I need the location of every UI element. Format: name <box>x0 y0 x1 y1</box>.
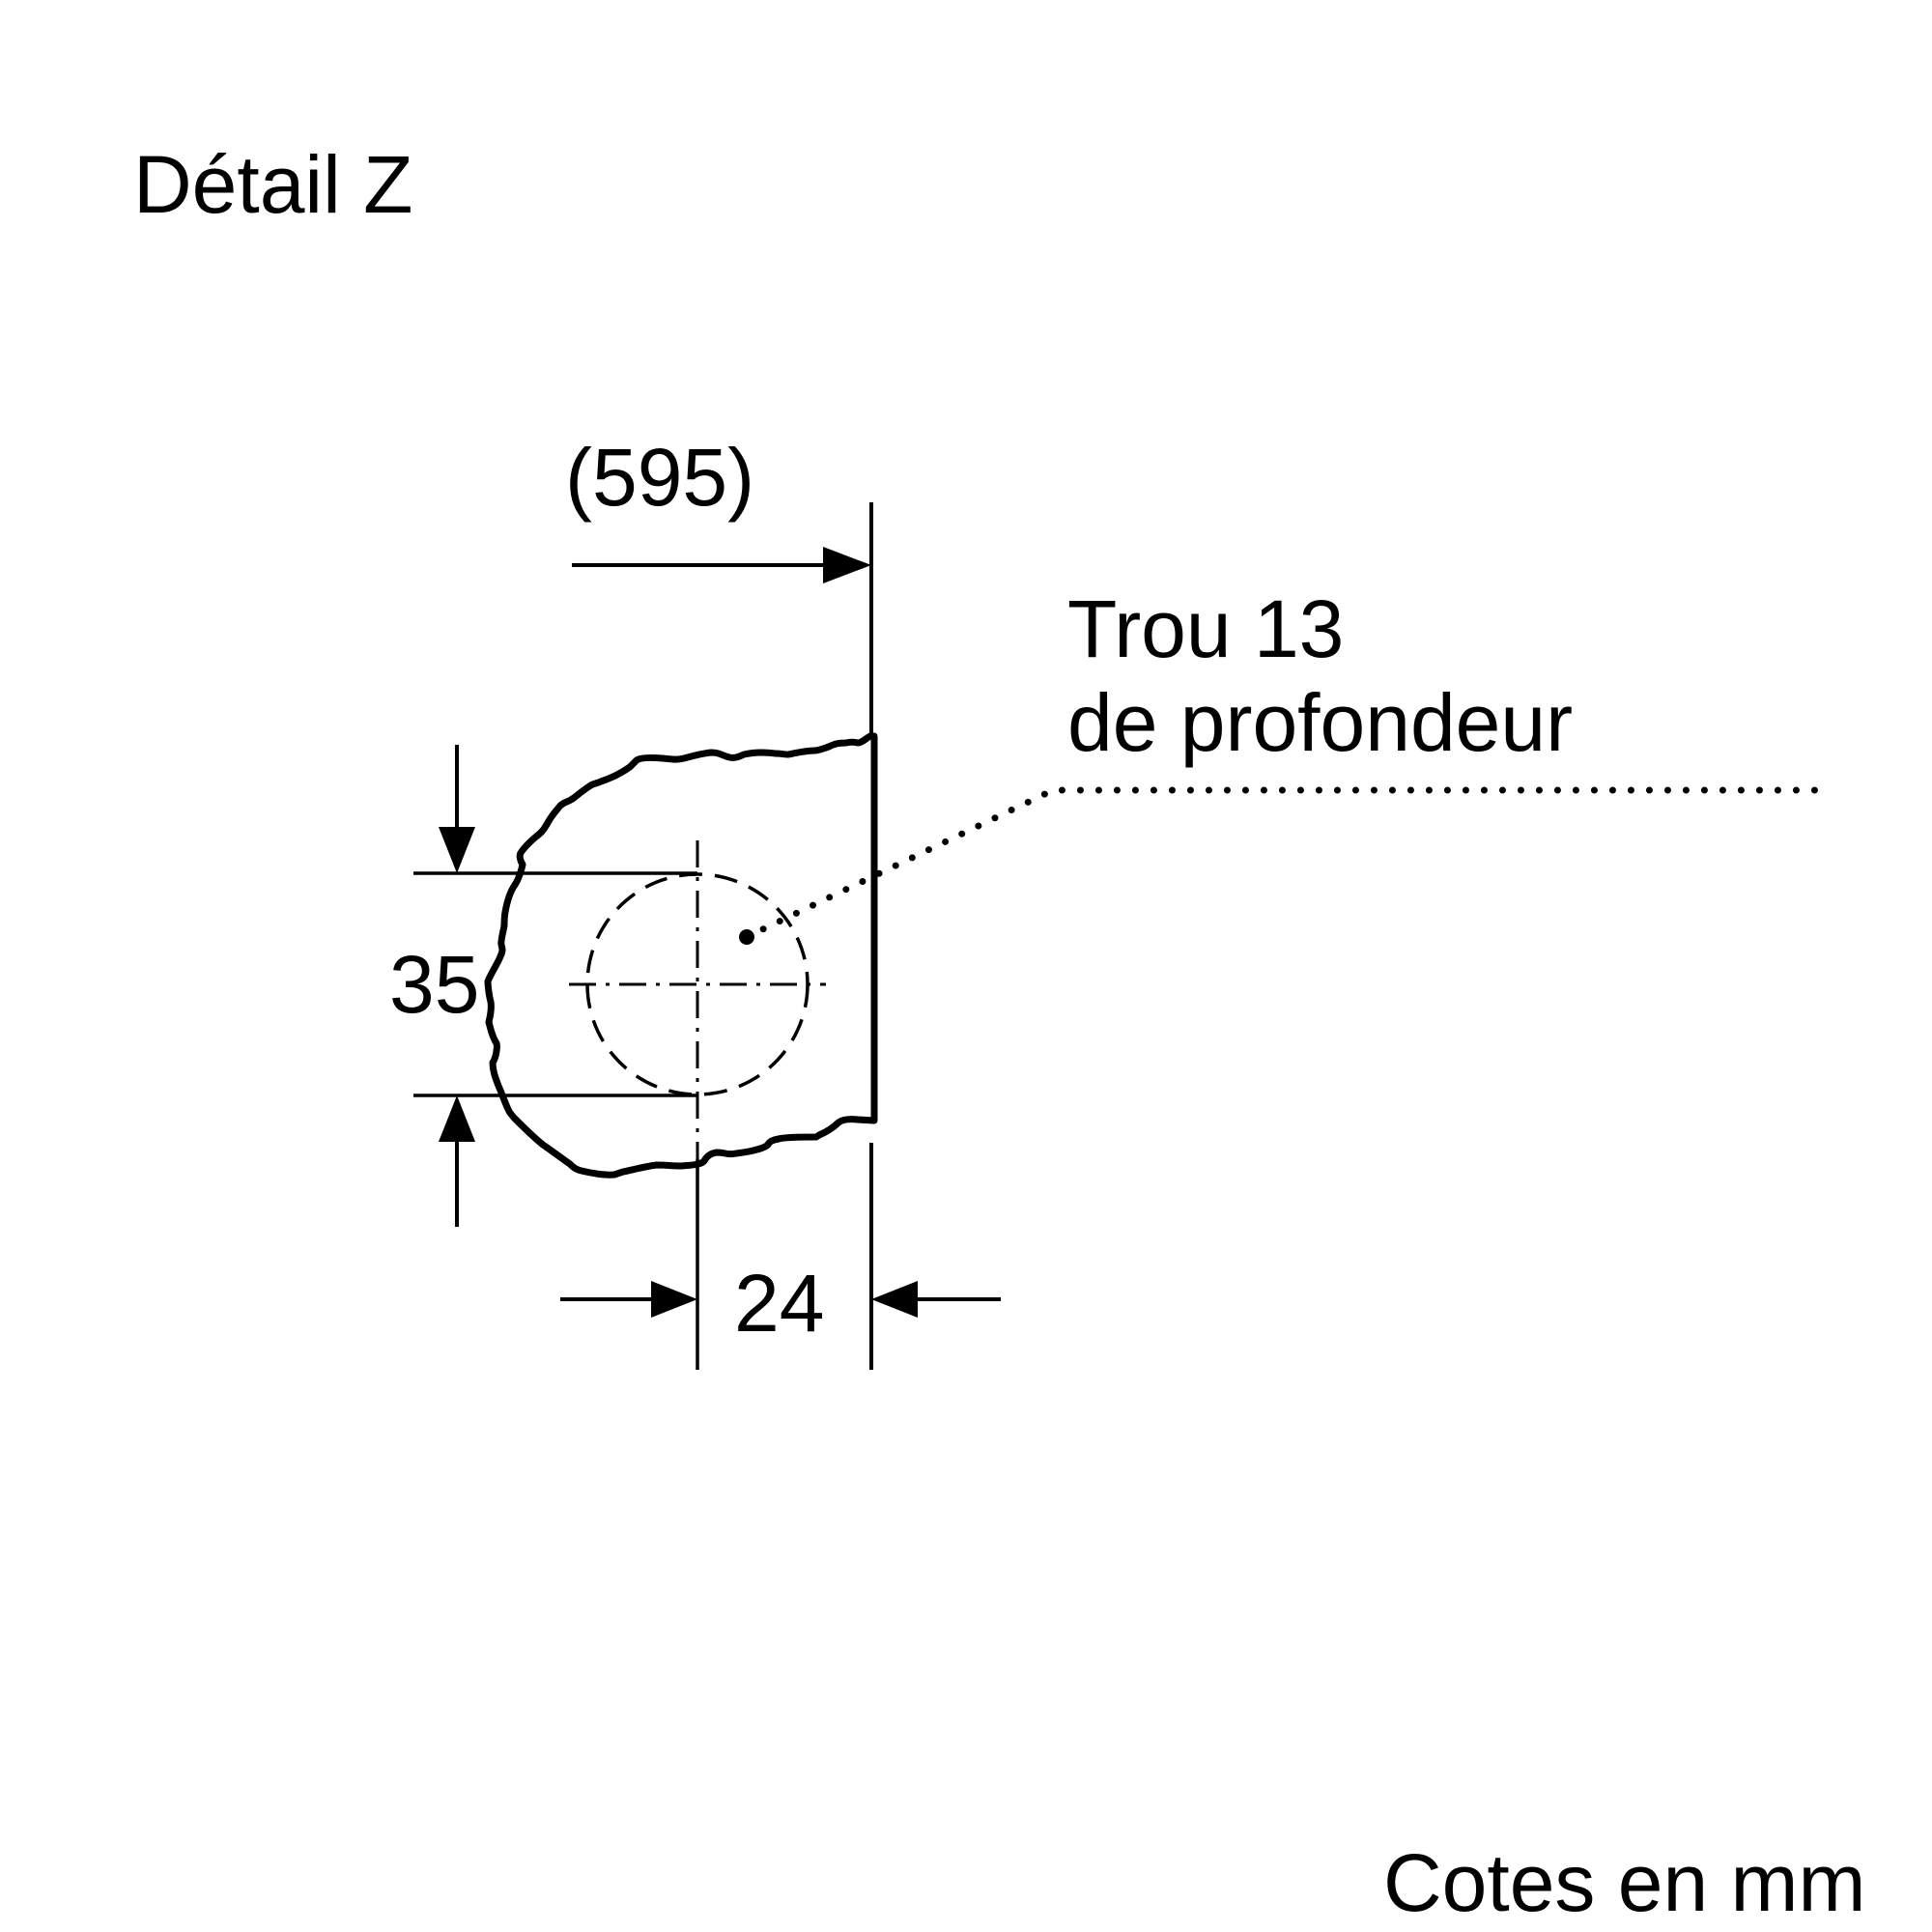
dimension-offset-label: 24 <box>734 1258 824 1349</box>
dimension-overall-arrowhead <box>823 547 871 583</box>
units-note: Cotes en mm <box>1383 1837 1866 1928</box>
callout-leader-line <box>743 786 1828 941</box>
drawing-title: Détail Z <box>133 139 412 230</box>
callout-text-line1: Trou 13 <box>1067 583 1344 674</box>
dimension-height-arrowhead-bottom <box>439 1095 475 1142</box>
dimension-offset-arrowhead-right <box>871 1281 918 1318</box>
dimension-offset-arrowhead-left <box>651 1281 697 1318</box>
broken-panel-outline <box>484 732 878 1179</box>
dimension-height-label: 35 <box>389 939 479 1030</box>
dimension-height-arrowhead-top <box>439 827 475 873</box>
callout-text-line2: de profondeur <box>1067 677 1573 768</box>
dimension-overall-label: (595) <box>565 432 754 523</box>
